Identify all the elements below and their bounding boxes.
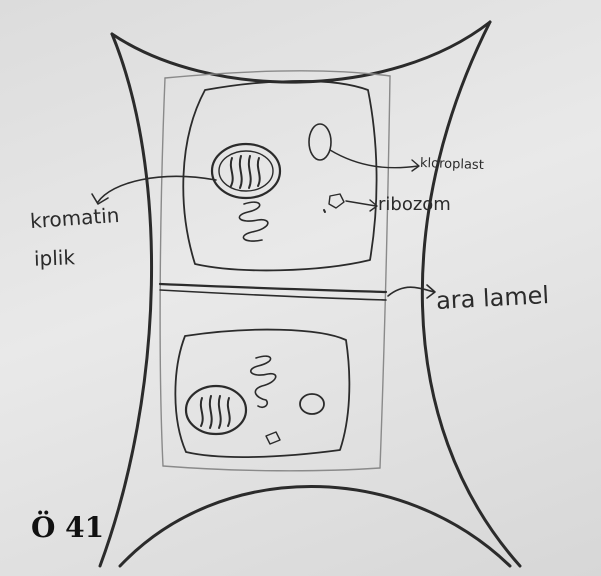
label-kloroplast: kloroplast [420, 157, 484, 172]
label-ribozom: ribozom [378, 196, 451, 214]
inner-wall-left [160, 78, 165, 466]
figure-number: Ö 41 [31, 514, 104, 542]
bottom-nucleus [186, 386, 246, 434]
outer-top-curve [112, 22, 490, 82]
chloroplast [309, 124, 331, 160]
bottom-chromatin-4 [228, 398, 230, 426]
ribosome [329, 194, 344, 208]
outer-left-wall [100, 34, 152, 566]
outer-bottom-curve [120, 487, 510, 567]
top-chromatin-2 [240, 156, 242, 188]
bottom-ribosome [266, 432, 280, 444]
bottom-organelle [300, 394, 324, 414]
label-orta-lamel: ara lamel [435, 283, 549, 313]
bottom-chromatin-2 [210, 396, 212, 428]
inner-wall-bottom [163, 466, 380, 471]
top-er-squiggle [239, 202, 267, 241]
top-chromatin-4 [258, 158, 260, 186]
top-chromatin-3 [249, 156, 251, 188]
bottom-chromatin-1 [201, 398, 203, 426]
inner-wall-right [380, 76, 390, 468]
label-iplik: iplik [34, 247, 76, 268]
bottom-cell-membrane [175, 330, 349, 457]
ribosome-dot [324, 210, 325, 212]
kloroplast-pointer [330, 150, 418, 168]
orta-lamel-pointer [388, 287, 434, 296]
bottom-chromatin-3 [219, 396, 221, 428]
kloroplast-arrowhead [412, 160, 419, 171]
top-nucleus-inner [219, 151, 273, 191]
kromatin-pointer [98, 176, 216, 202]
middle-lamella-line-1 [160, 284, 386, 292]
bottom-er-squiggle [251, 356, 276, 407]
top-chromatin-1 [231, 158, 233, 186]
top-nucleus [212, 144, 280, 198]
label-kromatin: kromatin [29, 205, 120, 231]
